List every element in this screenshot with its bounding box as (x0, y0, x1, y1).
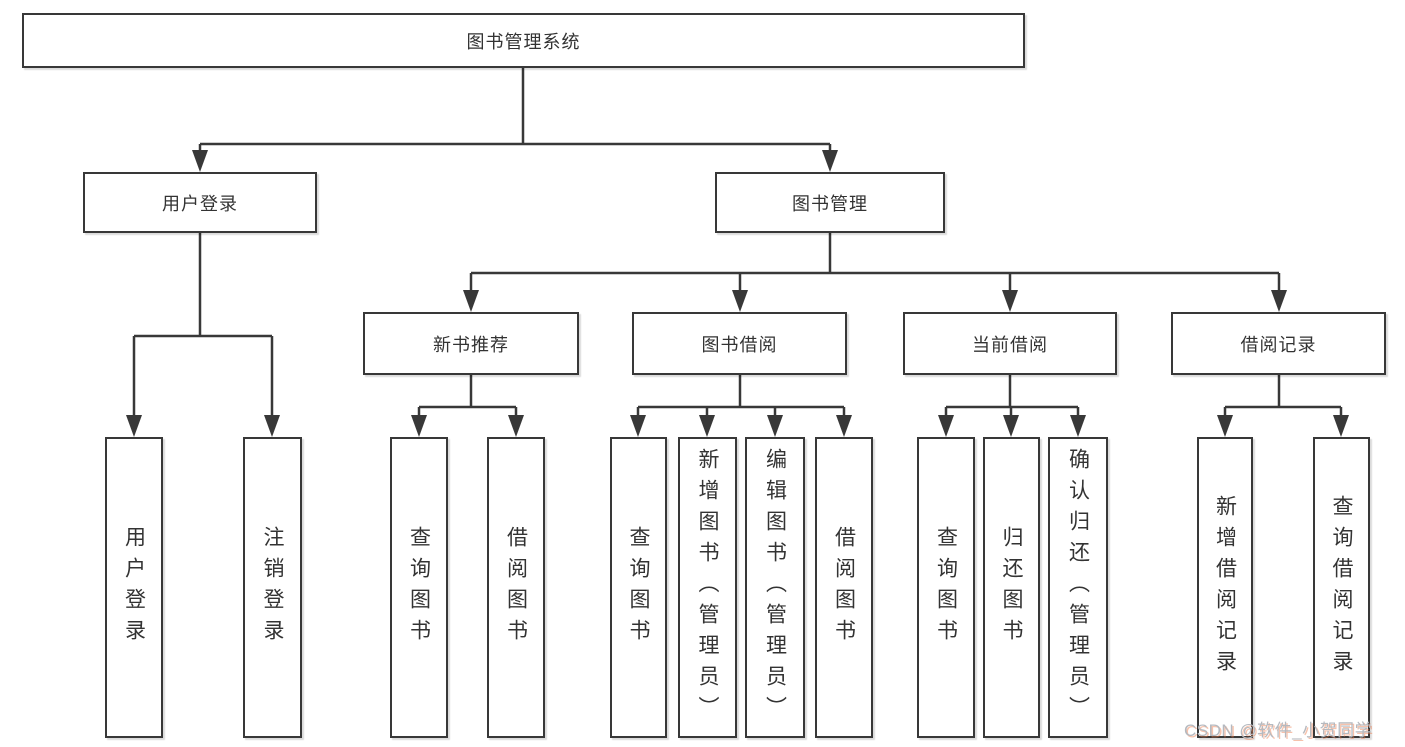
node-current-borrow: 当前借阅 (903, 312, 1117, 375)
leaf-query-borrow-record: 查询借阅记录 (1313, 437, 1370, 738)
leaf-borrow-books: 借阅图书 (815, 437, 873, 738)
leaf-user-login: 用户登录 (105, 437, 163, 738)
leaf-add-books-admin: 新增图书（管理员） (678, 437, 737, 738)
leaf-add-borrow-record: 新增借阅记录 (1197, 437, 1253, 738)
node-borrow-records: 借阅记录 (1171, 312, 1386, 375)
node-book-borrow: 图书借阅 (632, 312, 847, 375)
leaf-borrow-books: 借阅图书 (487, 437, 545, 738)
leaf-logout: 注销登录 (243, 437, 302, 738)
node-new-book-recommend: 新书推荐 (363, 312, 579, 375)
leaf-confirm-return-admin: 确认归还（管理员） (1048, 437, 1108, 738)
node-book-management: 图书管理 (715, 172, 945, 233)
node-user-login: 用户登录 (83, 172, 317, 233)
leaf-query-books: 查询图书 (610, 437, 667, 738)
leaf-return-books: 归还图书 (983, 437, 1040, 738)
csdn-watermark: CSDN @软件_小贺同学 (1184, 721, 1373, 740)
leaf-query-books: 查询图书 (917, 437, 975, 738)
leaf-query-books: 查询图书 (390, 437, 448, 738)
leaf-edit-books-admin: 编辑图书（管理员） (745, 437, 805, 738)
node-library-management-system: 图书管理系统 (22, 13, 1025, 68)
